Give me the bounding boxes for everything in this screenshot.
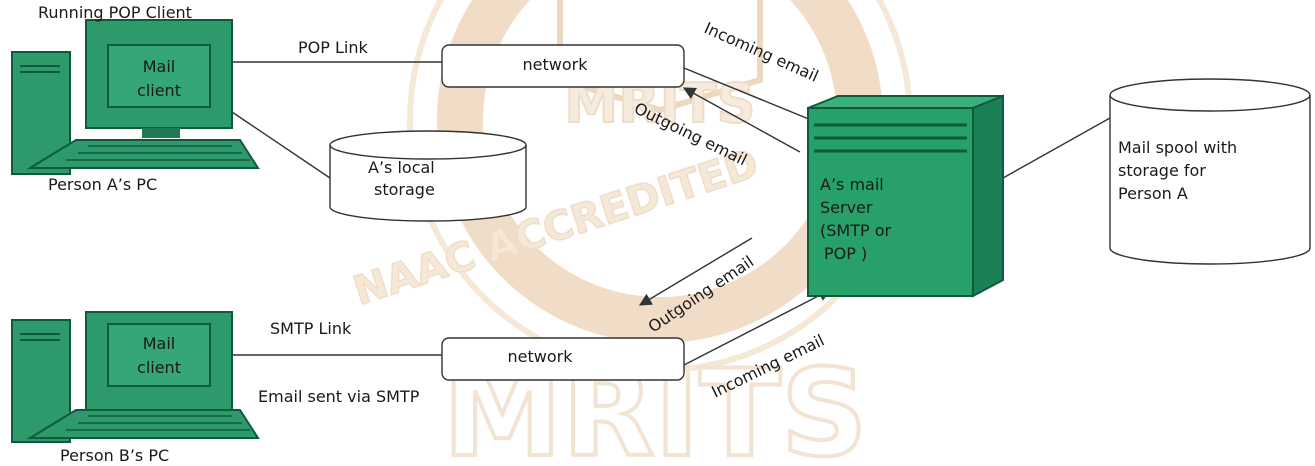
screen-a	[107, 44, 211, 108]
mail-server: A’s mail Server (SMTP or POP )	[807, 94, 1004, 298]
network-top: network	[441, 44, 685, 88]
person-b-pc: Mail client	[11, 311, 260, 443]
server-spool-line	[1002, 117, 1111, 179]
local-storage-line1: A’s local	[368, 158, 435, 177]
mail-spool-cylinder: Mail spool with storage for Person A	[1109, 78, 1311, 265]
connectors	[231, 61, 1111, 356]
person-a-caption: Person A’s PC	[48, 175, 157, 194]
screen-b-line2: client	[137, 358, 181, 377]
person-a-pc: Mail client	[11, 19, 260, 175]
server-line4: POP )	[824, 244, 867, 263]
email-sent-via-smtp-label: Email sent via SMTP	[258, 387, 420, 406]
server-line2: Server	[820, 198, 873, 217]
pop-link-label: POP Link	[298, 38, 368, 57]
screen-a-line2: client	[137, 81, 181, 100]
server-line3: (SMTP or	[820, 221, 892, 240]
network-bottom-label: network	[508, 347, 574, 366]
outgoing-bottom-arrow	[638, 237, 753, 306]
spool-line2: storage for	[1118, 161, 1206, 180]
spool-line3: Person A	[1118, 184, 1188, 203]
screen-b	[107, 323, 211, 387]
incoming-bottom-arrow	[683, 289, 832, 366]
server-top-face	[807, 95, 1004, 109]
local-storage-cylinder: A’s local storage	[329, 130, 527, 222]
server-line1: A’s mail	[820, 175, 884, 194]
local-storage-line2: storage	[374, 180, 435, 199]
local-storage-line	[231, 111, 331, 179]
email-arrows	[638, 67, 862, 366]
person-b-caption: Person B’s PC	[60, 446, 169, 465]
screen-b-line1: Mail	[143, 334, 176, 353]
network-top-label: network	[523, 55, 589, 74]
server-side-face	[972, 94, 1004, 298]
spool-line1: Mail spool with	[1118, 138, 1237, 157]
smtp-link-label: SMTP Link	[270, 319, 352, 338]
keyboard-b	[26, 409, 260, 439]
keyboard-a	[26, 139, 260, 169]
network-bottom: network	[441, 337, 685, 381]
person-a-top-caption: Running POP Client	[38, 3, 192, 22]
screen-a-line1: Mail	[143, 57, 176, 76]
outgoing-top-arrow	[682, 87, 801, 153]
